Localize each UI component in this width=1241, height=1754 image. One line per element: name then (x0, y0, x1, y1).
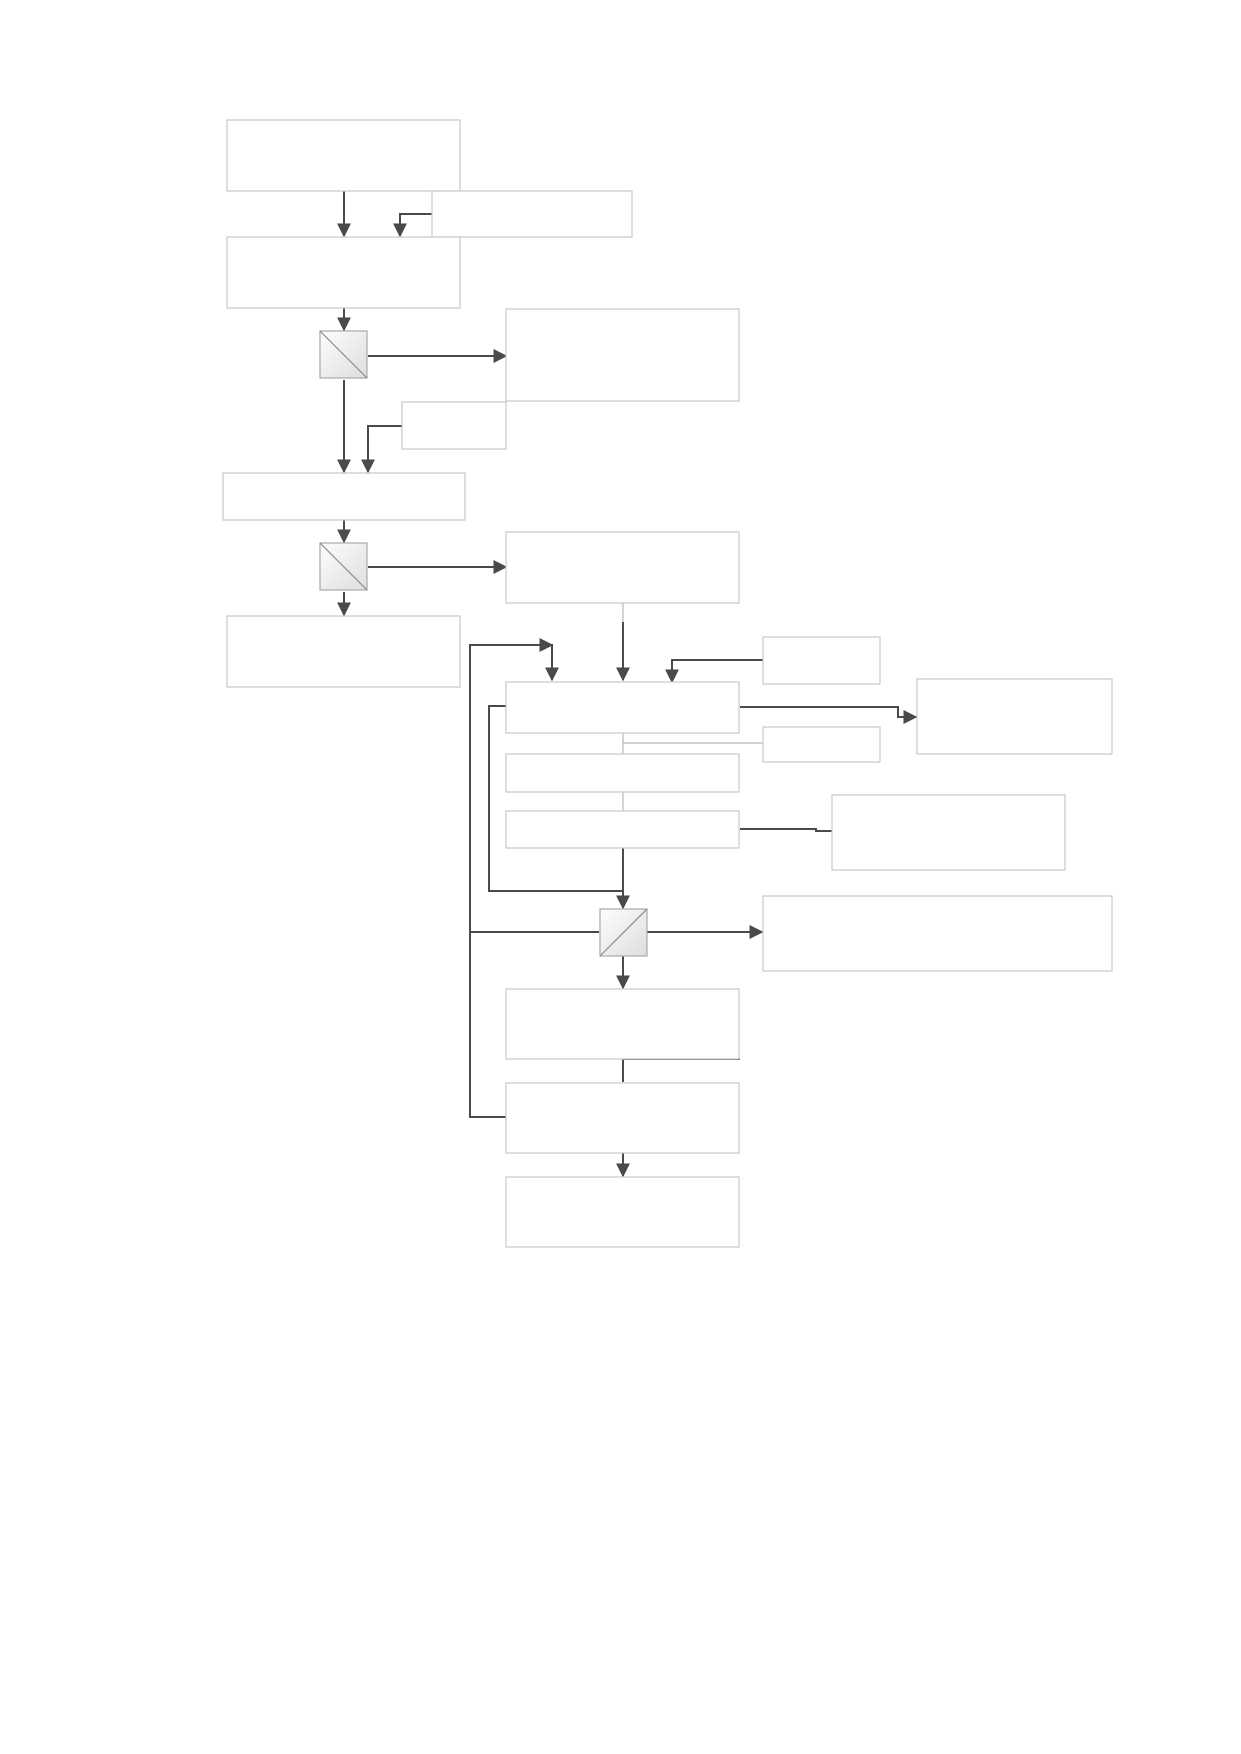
edge-n17-n18 (622, 1058, 740, 1082)
edge-n10-n11 (740, 706, 918, 724)
edge-n5-n6 (361, 425, 402, 474)
node-n2 (226, 236, 461, 309)
edge-loop-into-n10 (469, 644, 559, 932)
node-n1 (226, 119, 461, 192)
node-n12 (762, 726, 881, 763)
edge-n3-n2 (393, 213, 432, 238)
node-n8 (226, 615, 461, 688)
node-n4 (505, 308, 740, 402)
edge-n14-n15 (740, 828, 832, 832)
node-n5 (401, 401, 507, 450)
node-n17 (505, 988, 740, 1060)
node-n3 (431, 190, 633, 238)
node-n7 (505, 531, 740, 604)
node-n16 (762, 895, 1113, 972)
separators (319, 330, 648, 957)
node-n14 (505, 810, 740, 849)
edge-n10-s3-loop (488, 705, 623, 892)
node-n19 (505, 1176, 740, 1248)
separator-s3 (599, 908, 648, 957)
nodes (222, 119, 1113, 1248)
separator-s2 (319, 542, 368, 591)
node-n9 (762, 636, 881, 685)
node-n18 (505, 1082, 740, 1154)
node-n11 (916, 678, 1113, 755)
separator-s1 (319, 330, 368, 379)
edge-n9-n10 (665, 659, 763, 684)
node-n6 (222, 472, 466, 521)
node-n13 (505, 753, 740, 793)
node-n15 (831, 794, 1066, 871)
edge-n18-loop (469, 932, 506, 1118)
node-n10 (505, 681, 740, 734)
